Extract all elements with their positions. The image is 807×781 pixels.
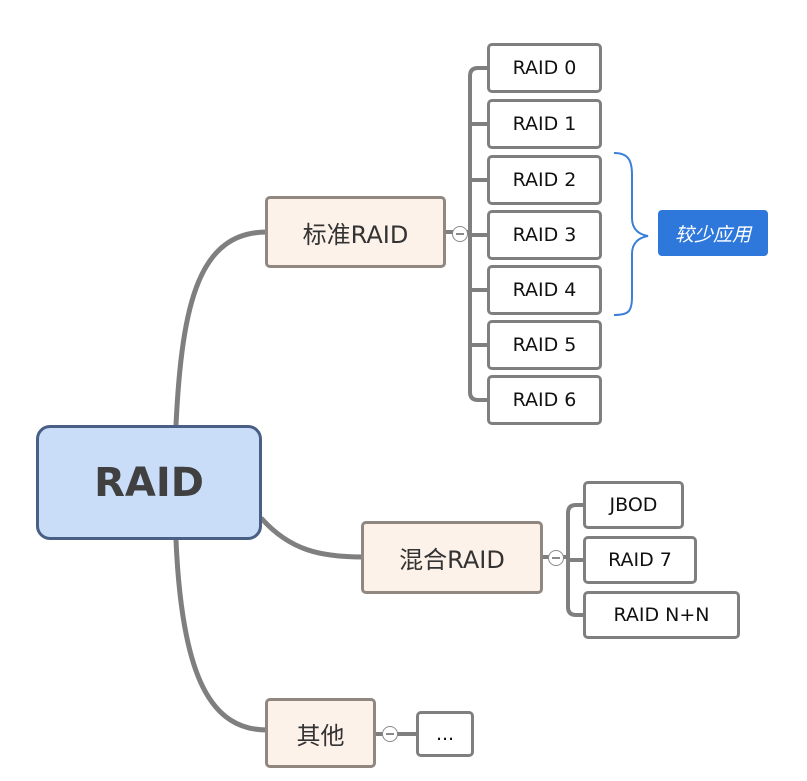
leaf-label: RAID 6 [512,389,577,411]
connector-root-other [173,537,270,733]
leaf-label: RAID 1 [512,113,577,135]
connector-root-standard [173,229,270,428]
leaf-node-ellipsis[interactable]: ... [416,711,474,757]
leaf-label: RAID 4 [512,279,577,301]
leaf-label: RAID 5 [512,334,577,356]
root-node-label: RAID [94,459,204,506]
leaf-label: RAID 7 [608,549,672,571]
leaf-label: RAID N+N [613,604,710,626]
collapse-hybrid-raid-button[interactable] [548,550,564,566]
leaf-label: RAID 0 [512,57,577,79]
branch-label: 其他 [296,721,345,750]
summary-note-label: 较少应用 [674,223,751,246]
summary-note-rarely-used[interactable]: 较少应用 [658,210,768,256]
branch-label: 混合RAID [399,546,505,574]
collapse-standard-raid-button[interactable] [452,226,468,242]
leaf-node-raid-6[interactable]: RAID 6 [487,375,602,425]
leaf-node-raid-4[interactable]: RAID 4 [487,265,602,315]
summary-brace [613,152,649,316]
leaf-node-raid-5[interactable]: RAID 5 [487,320,602,370]
collapse-other-button[interactable] [382,726,398,742]
leaf-label: ... [435,723,455,745]
leaf-node-raid-2[interactable]: RAID 2 [487,155,602,205]
leaf-node-raid-7[interactable]: RAID 7 [583,536,697,584]
root-node-raid[interactable]: RAID [36,425,262,540]
leaf-node-raid-1[interactable]: RAID 1 [487,99,602,149]
connector-root-hybrid [259,516,366,560]
leaf-label: RAID 3 [512,224,577,246]
branch-node-hybrid-raid[interactable]: 混合RAID [361,521,543,594]
branch-node-standard-raid[interactable]: 标准RAID [265,196,446,268]
leaf-node-jbod[interactable]: JBOD [583,481,684,529]
branch-node-other[interactable]: 其他 [265,698,376,768]
leaf-label: RAID 2 [512,169,577,191]
leaf-node-raid-3[interactable]: RAID 3 [487,210,602,260]
leaf-label: JBOD [609,494,658,516]
leaf-node-raid-n-plus-n[interactable]: RAID N+N [583,591,740,639]
branch-label: 标准RAID [302,220,409,249]
leaf-node-raid-0[interactable]: RAID 0 [487,43,602,93]
